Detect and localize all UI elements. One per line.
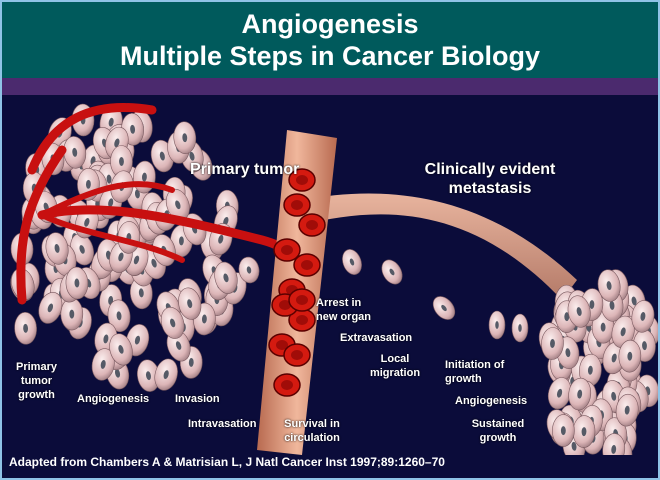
citation: Adapted from Chambers A & Matrisian L, J… (9, 455, 445, 469)
migration-path (302, 193, 577, 300)
migrating-cells (238, 249, 529, 343)
red-blood-cell-center (291, 350, 303, 360)
cell (63, 136, 87, 169)
heading-metastasis: Clinically evident metastasis (424, 161, 556, 197)
cell (611, 315, 635, 348)
cell (70, 233, 94, 266)
cell (541, 327, 564, 360)
cell (91, 348, 115, 381)
cell (137, 359, 160, 392)
cell (165, 188, 190, 221)
red-blood-cell-center (301, 260, 313, 270)
cell (597, 269, 621, 302)
cell (160, 306, 185, 339)
red-blood-cell-center (276, 340, 288, 350)
red-blood-cell-center (296, 295, 308, 305)
metastasis-illustration (10, 103, 658, 455)
cell (432, 296, 456, 320)
cell (45, 232, 69, 265)
cell (567, 295, 591, 328)
label-survival: Survival in circulation (284, 418, 340, 444)
cell (618, 339, 642, 373)
label-angiogenesis-2: Angiogenesis (455, 395, 528, 407)
red-blood-cells (268, 168, 326, 397)
cell (552, 414, 575, 447)
red-blood-cell-center (279, 300, 291, 310)
red-blood-cell-center (306, 220, 318, 230)
title-bar: Angiogenesis Multiple Steps in Cancer Bi… (2, 2, 658, 78)
heading-primary-tumor: Primary tumor (190, 161, 300, 178)
cell (214, 261, 238, 294)
red-blood-cell-center (296, 175, 308, 185)
label-intravasation: Intravasation (188, 418, 257, 430)
cell (568, 377, 592, 411)
label-extravasation: Extravasation (340, 332, 413, 344)
cell (154, 358, 178, 391)
title-line-2: Multiple Steps in Cancer Biology (119, 41, 541, 71)
cell (631, 300, 655, 333)
cell (342, 249, 362, 275)
red-blood-cell-center (281, 245, 293, 255)
divider-band (2, 78, 658, 95)
title-line-1: Angiogenesis (241, 9, 419, 39)
cell (38, 291, 63, 324)
cell (488, 310, 506, 340)
metastasis-cells (538, 269, 658, 455)
label-primary-growth: Primary tumor growth (16, 361, 57, 401)
cell (602, 433, 626, 455)
red-blood-cell-center (281, 380, 293, 390)
label-sustained: Sustained growth (471, 418, 525, 444)
cell (615, 393, 639, 427)
cell (381, 259, 403, 285)
cell (572, 415, 596, 448)
cell (109, 333, 133, 366)
label-initiation: Initiation of growth (445, 359, 505, 385)
label-arrest: Arrest in new organ (316, 297, 372, 323)
cell (173, 121, 197, 154)
red-blood-cell-center (291, 200, 303, 210)
label-angiogenesis-1: Angiogenesis (77, 393, 150, 405)
red-blood-cell-center (296, 315, 308, 325)
cell (178, 287, 202, 320)
cell (511, 313, 529, 343)
cell (238, 256, 260, 284)
cell (547, 377, 572, 410)
cell (107, 299, 131, 333)
label-local-migration: Local migration (369, 353, 421, 379)
cell (14, 312, 37, 345)
cell (65, 266, 89, 300)
cell (60, 297, 84, 331)
label-invasion: Invasion (175, 393, 220, 405)
